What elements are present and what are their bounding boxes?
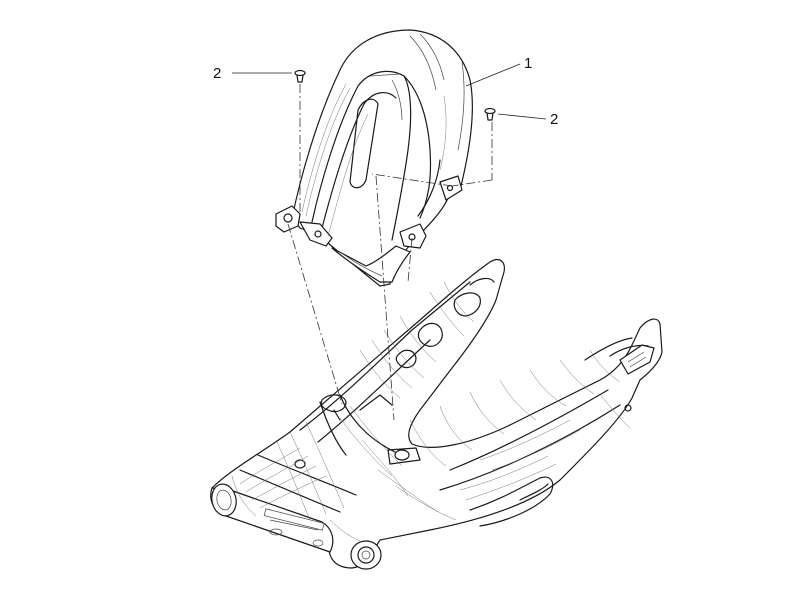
swingarm [210,259,663,570]
leader-lines [232,63,547,120]
screw-right [484,107,496,121]
assembly-lines [287,84,493,421]
callout-number-1: 1 [524,55,532,72]
screw-left [294,69,306,83]
rear-fender [275,29,473,287]
swingarm-shading [231,281,631,543]
callout-number-2-right: 2 [550,111,558,128]
callout-number-2-left: 2 [213,65,221,82]
